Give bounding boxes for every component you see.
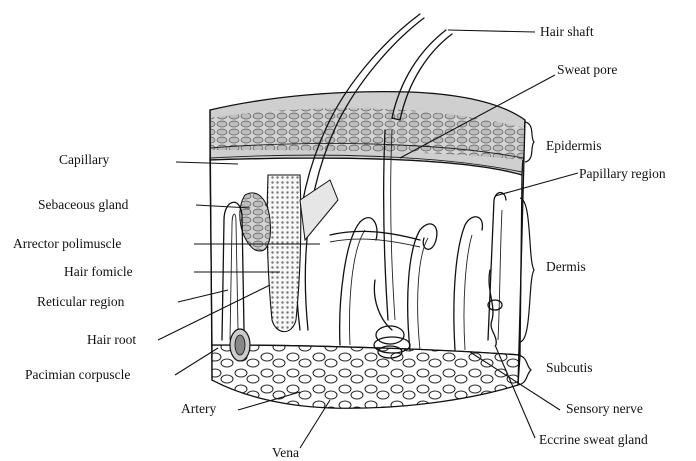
- label-dermis: Dermis: [546, 259, 586, 274]
- brace-epidermis: [525, 122, 534, 162]
- label-arrector-polimuscle: Arrector polimuscle: [13, 236, 121, 251]
- label-pacimian-corpuscle: Pacimian corpuscle: [25, 367, 130, 382]
- dermis-layer: [210, 158, 522, 355]
- label-sebaceous-gland: Sebaceous gland: [38, 197, 129, 212]
- label-hair-fomicle: Hair fomicle: [64, 264, 133, 279]
- label-hair-root: Hair root: [87, 332, 136, 347]
- label-subcutis: Subcutis: [546, 360, 593, 375]
- label-sweat-pore: Sweat pore: [557, 62, 617, 77]
- label-epidermis: Epidermis: [546, 138, 602, 153]
- label-artery: Artery: [181, 401, 216, 416]
- label-hair-shaft: Hair shaft: [540, 24, 594, 39]
- label-vena: Vena: [272, 445, 299, 460]
- label-reticular-region: Reticular region: [37, 294, 125, 309]
- label-papillary-region: Papillary region: [579, 166, 666, 181]
- label-capillary: Capillary: [59, 152, 109, 167]
- label-sensory-nerve: Sensory nerve: [566, 401, 643, 416]
- pacinian-corpuscle: [230, 329, 250, 361]
- label-eccrine-sweat-gland: Eccrine sweat gland: [539, 432, 648, 447]
